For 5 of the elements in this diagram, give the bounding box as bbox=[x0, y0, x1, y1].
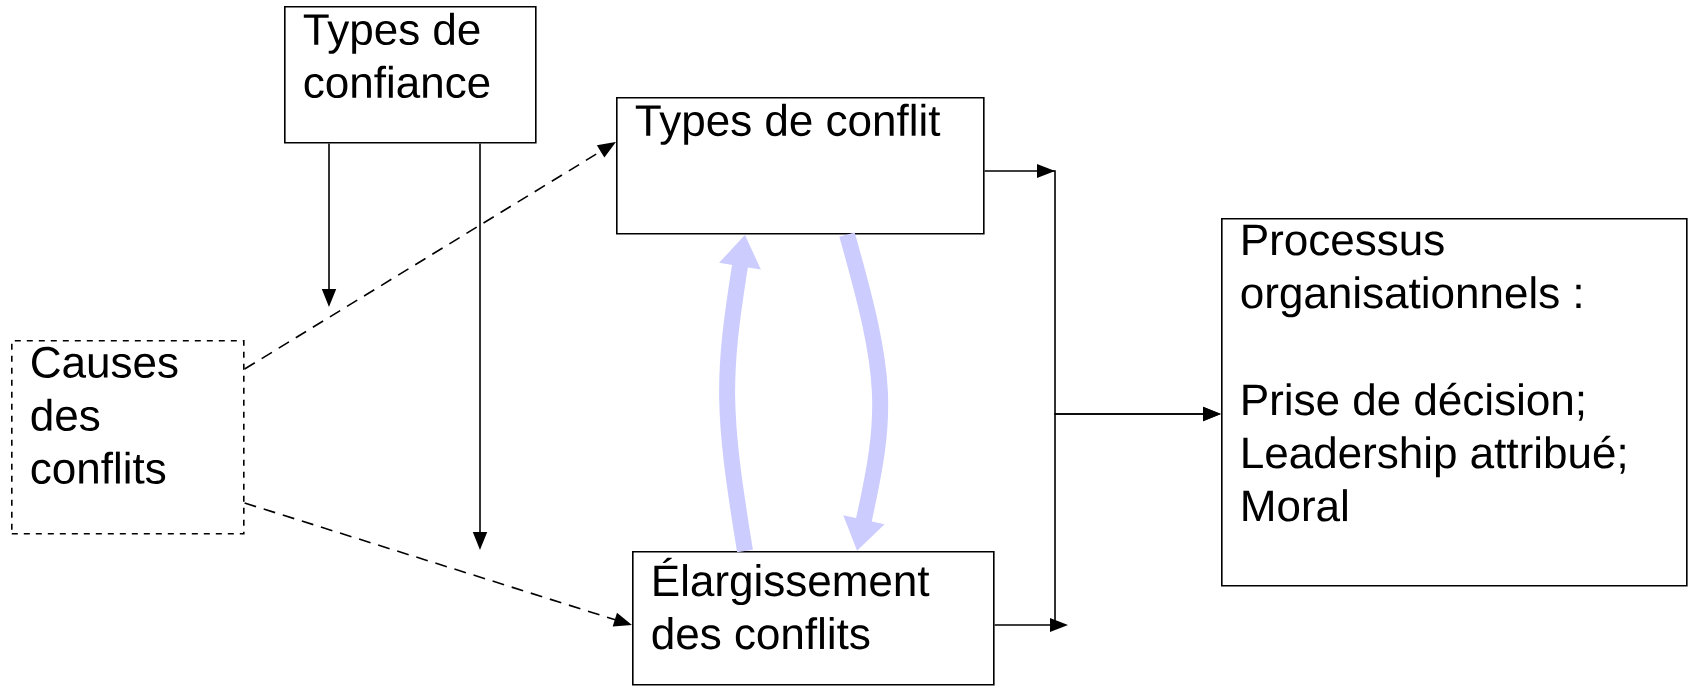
text-box: Processus organisationnels : Prise de décision; Leadership attribué; Moral bbox=[1221, 218, 1688, 587]
text-box: Types de confiance bbox=[284, 6, 537, 144]
dashed-box: Causes des conflits bbox=[11, 340, 245, 535]
text-box: Élargissement des conflits bbox=[632, 551, 995, 686]
text-box: Types de conflit bbox=[616, 97, 985, 235]
